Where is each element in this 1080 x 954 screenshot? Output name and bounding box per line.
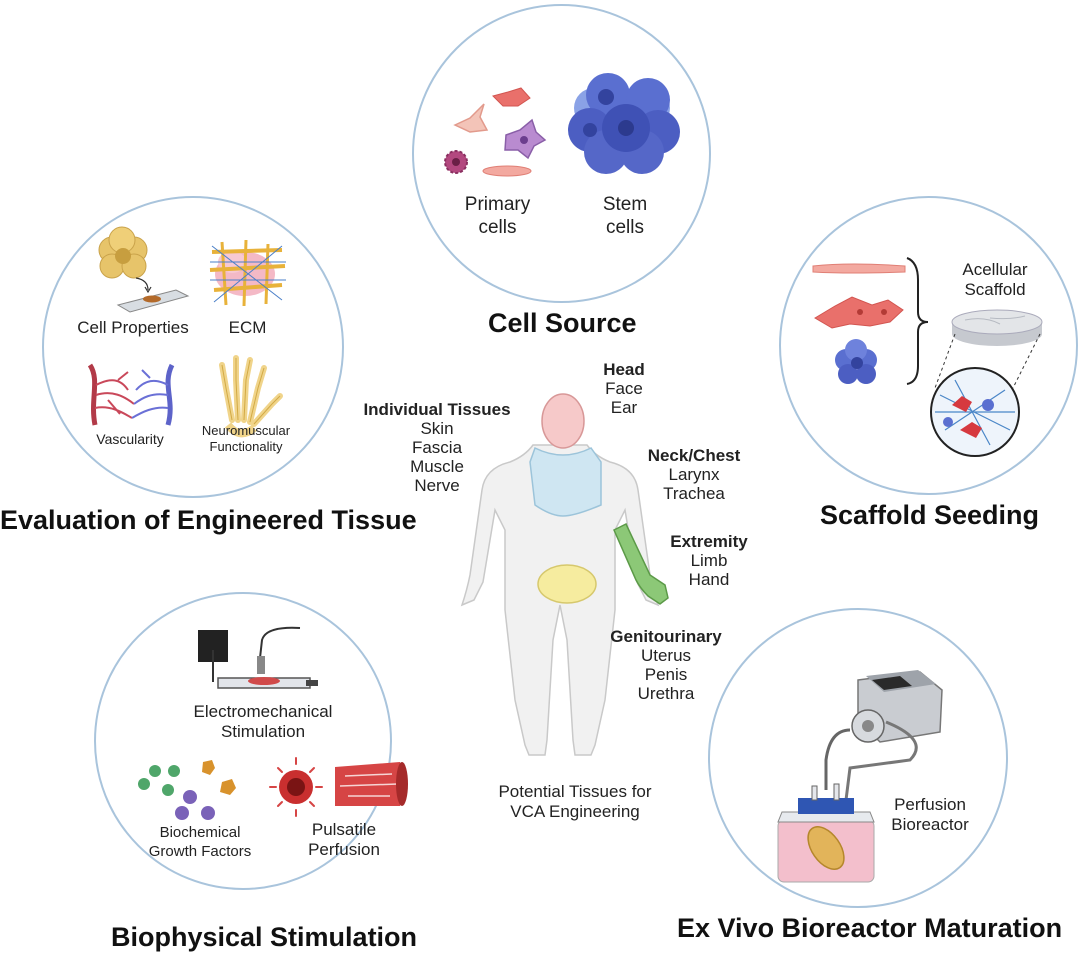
- head-label: Head Face Ear: [595, 360, 653, 417]
- cell-properties-label: Cell Properties: [77, 318, 189, 337]
- neuromuscular-line1: Neuromuscular: [201, 423, 291, 438]
- growth-line2: Growth Factors: [148, 843, 252, 860]
- cell-source-title: Cell Source: [488, 308, 637, 338]
- bioreactor-icon: [777, 670, 943, 883]
- neck-chest-label: Neck/Chest Larynx Trachea: [642, 446, 746, 503]
- caption-line1: Potential Tissues for: [498, 782, 652, 801]
- perfusion-bioreactor-label: Perfusion Bioreactor: [880, 795, 980, 835]
- neck-item: Trachea: [663, 484, 725, 503]
- caption-line2: VCA Engineering: [510, 802, 640, 821]
- acellular-line2: Scaffold: [964, 280, 1026, 299]
- biophysical-circle: [94, 592, 392, 890]
- growth-line1: Biochemical: [159, 824, 241, 841]
- primary-cells-label: Primary cells: [455, 193, 540, 239]
- extremity-item: Hand: [688, 570, 730, 589]
- biophysical-title: Biophysical Stimulation: [111, 922, 418, 952]
- stem-line1: Stem: [602, 194, 648, 215]
- acellular-line1: Acellular: [962, 260, 1028, 279]
- growth-factors-icon: [138, 760, 236, 820]
- neuromuscular-icon: [219, 355, 283, 438]
- body-figure: [460, 393, 669, 756]
- electro-line1: Electromechanical: [193, 702, 333, 721]
- head-item: Face: [605, 379, 643, 398]
- vascularity-label: Vascularity: [96, 431, 164, 447]
- genito-item: Urethra: [637, 684, 695, 703]
- evaluation-title: Evaluation of Engineered Tissue: [0, 505, 417, 535]
- extremity-item: Limb: [690, 551, 728, 570]
- stem-cells-icon: [568, 73, 680, 174]
- vascularity-icon: [87, 363, 175, 426]
- individual-item: Muscle: [410, 457, 464, 476]
- pulsatile-line2: Perfusion: [308, 840, 380, 859]
- primary-line2: cells: [478, 217, 517, 238]
- individual-item: Nerve: [414, 476, 460, 495]
- ecm-label: ECM: [228, 318, 267, 337]
- cell-properties-icon: [98, 226, 190, 313]
- pulsatile-perfusion-icon: [269, 757, 408, 817]
- primary-line1: Primary: [464, 194, 531, 215]
- head-item: Ear: [610, 398, 638, 417]
- evaluation-circle: [42, 196, 344, 498]
- genito-item: Penis: [644, 665, 688, 684]
- perfusion-line1: Perfusion: [894, 795, 966, 814]
- stem-cells-label: Stem cells: [585, 193, 665, 239]
- stem-line2: cells: [605, 217, 644, 238]
- acellular-scaffold-label: Acellular Scaffold: [952, 260, 1038, 300]
- pulsatile-line1: Pulsatile: [311, 820, 377, 839]
- neck-heading: Neck/Chest: [647, 446, 741, 465]
- genito-heading: Genitourinary: [610, 627, 722, 646]
- ecm-icon: [209, 239, 286, 307]
- vca-caption: Potential Tissues for VCA Engineering: [472, 782, 678, 822]
- scaffold-title: Scaffold Seeding: [820, 500, 1040, 530]
- genito-item: Uterus: [640, 646, 692, 665]
- extremity-heading: Extremity: [670, 532, 748, 551]
- individual-item: Fascia: [411, 438, 463, 457]
- electromechanical-icon: [198, 626, 318, 689]
- genitourinary-label: Genitourinary Uterus Penis Urethra: [606, 627, 726, 703]
- individual-heading: Individual Tissues: [363, 400, 511, 419]
- electromechanical-label: Electromechanical Stimulation: [180, 702, 346, 742]
- neck-item: Larynx: [668, 465, 720, 484]
- pulsatile-perfusion-label: Pulsatile Perfusion: [294, 820, 394, 860]
- scaffold-circle: [779, 196, 1078, 495]
- perfusion-line2: Bioreactor: [891, 815, 969, 834]
- head-heading: Head: [603, 360, 645, 379]
- growth-factors-label: Biochemical Growth Factors: [136, 823, 264, 861]
- neuromuscular-label: Neuromuscular Functionality: [196, 423, 296, 455]
- neuromuscular-line2: Functionality: [209, 439, 283, 454]
- bioreactor-title: Ex Vivo Bioreactor Maturation: [677, 913, 1063, 943]
- electro-line2: Stimulation: [220, 722, 306, 741]
- extremity-label: Extremity Limb Hand: [666, 532, 752, 589]
- primary-cells-icon: [444, 87, 547, 177]
- individual-item: Skin: [420, 419, 454, 438]
- scaffold-cells-icon: [812, 257, 929, 385]
- individual-tissues-label: Individual Tissues Skin Fascia Muscle Ne…: [358, 400, 516, 495]
- acellular-scaffold-icon: [930, 309, 1043, 457]
